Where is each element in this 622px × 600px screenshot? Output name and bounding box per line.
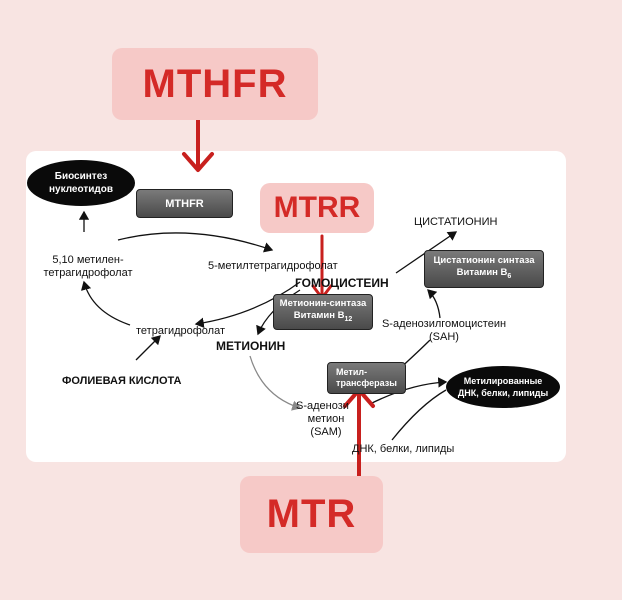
ellipse-biosynthesis: Биосинтез нуклеотидов: [27, 160, 135, 206]
metabolite-thf: тетрагидрофолат: [136, 325, 226, 337]
label-mtrr: MTRR: [260, 183, 374, 233]
arrow-sah-to-homocys: [427, 289, 441, 319]
metabolite-sah: S-аденозилгомоцистеин (SAH): [381, 318, 507, 343]
metabolite-dna: ДНК, белки, липиды: [352, 443, 455, 455]
metabolite-methyl-thf: 5-метилтетрагидрофолат: [208, 260, 338, 272]
label-mthfr: MTHFR: [112, 48, 318, 120]
arrow-thf-to-methylene: [80, 280, 131, 326]
metabolite-methionine: МЕТИОНИН: [216, 339, 286, 353]
arrow-sam-to-methylated: [369, 377, 448, 405]
arrow-dna-to-methylated: [391, 389, 447, 441]
arrow-folic-to-thf: [135, 335, 161, 361]
metabolite-sam: S-аденози метион (SAM): [296, 400, 349, 438]
label-mtr: MTR: [240, 476, 383, 553]
ellipse-methylated: Метилированные ДНК, белки, липиды: [446, 366, 560, 408]
metabolite-homocysteine: ГОМОЦИСТЕИН: [295, 276, 389, 290]
enzyme-methyltransferase: Метил- трансферазы: [327, 362, 406, 394]
enzyme-methionine-synthase: Метионин-синтаза Витамин B12: [273, 294, 373, 330]
arrow-methylene-to-methylthf: [117, 232, 274, 253]
enzyme-mthfr: MTHFR: [136, 189, 233, 218]
metabolite-folic-acid: ФОЛИЕВАЯ КИСЛОТА: [62, 375, 182, 387]
metabolite-methylene-thf: 5,10 метилен- тетрагидрофолат: [43, 254, 133, 279]
metabolite-cystathionine: ЦИСТАТИОНИН: [414, 216, 498, 228]
arrow-methylthf-to-thf: [194, 281, 301, 328]
enzyme-cystathionine-synthase: Цистатионин синтаза Витамин B6: [424, 250, 544, 288]
arrow-methionine-to-sam: [249, 355, 302, 411]
